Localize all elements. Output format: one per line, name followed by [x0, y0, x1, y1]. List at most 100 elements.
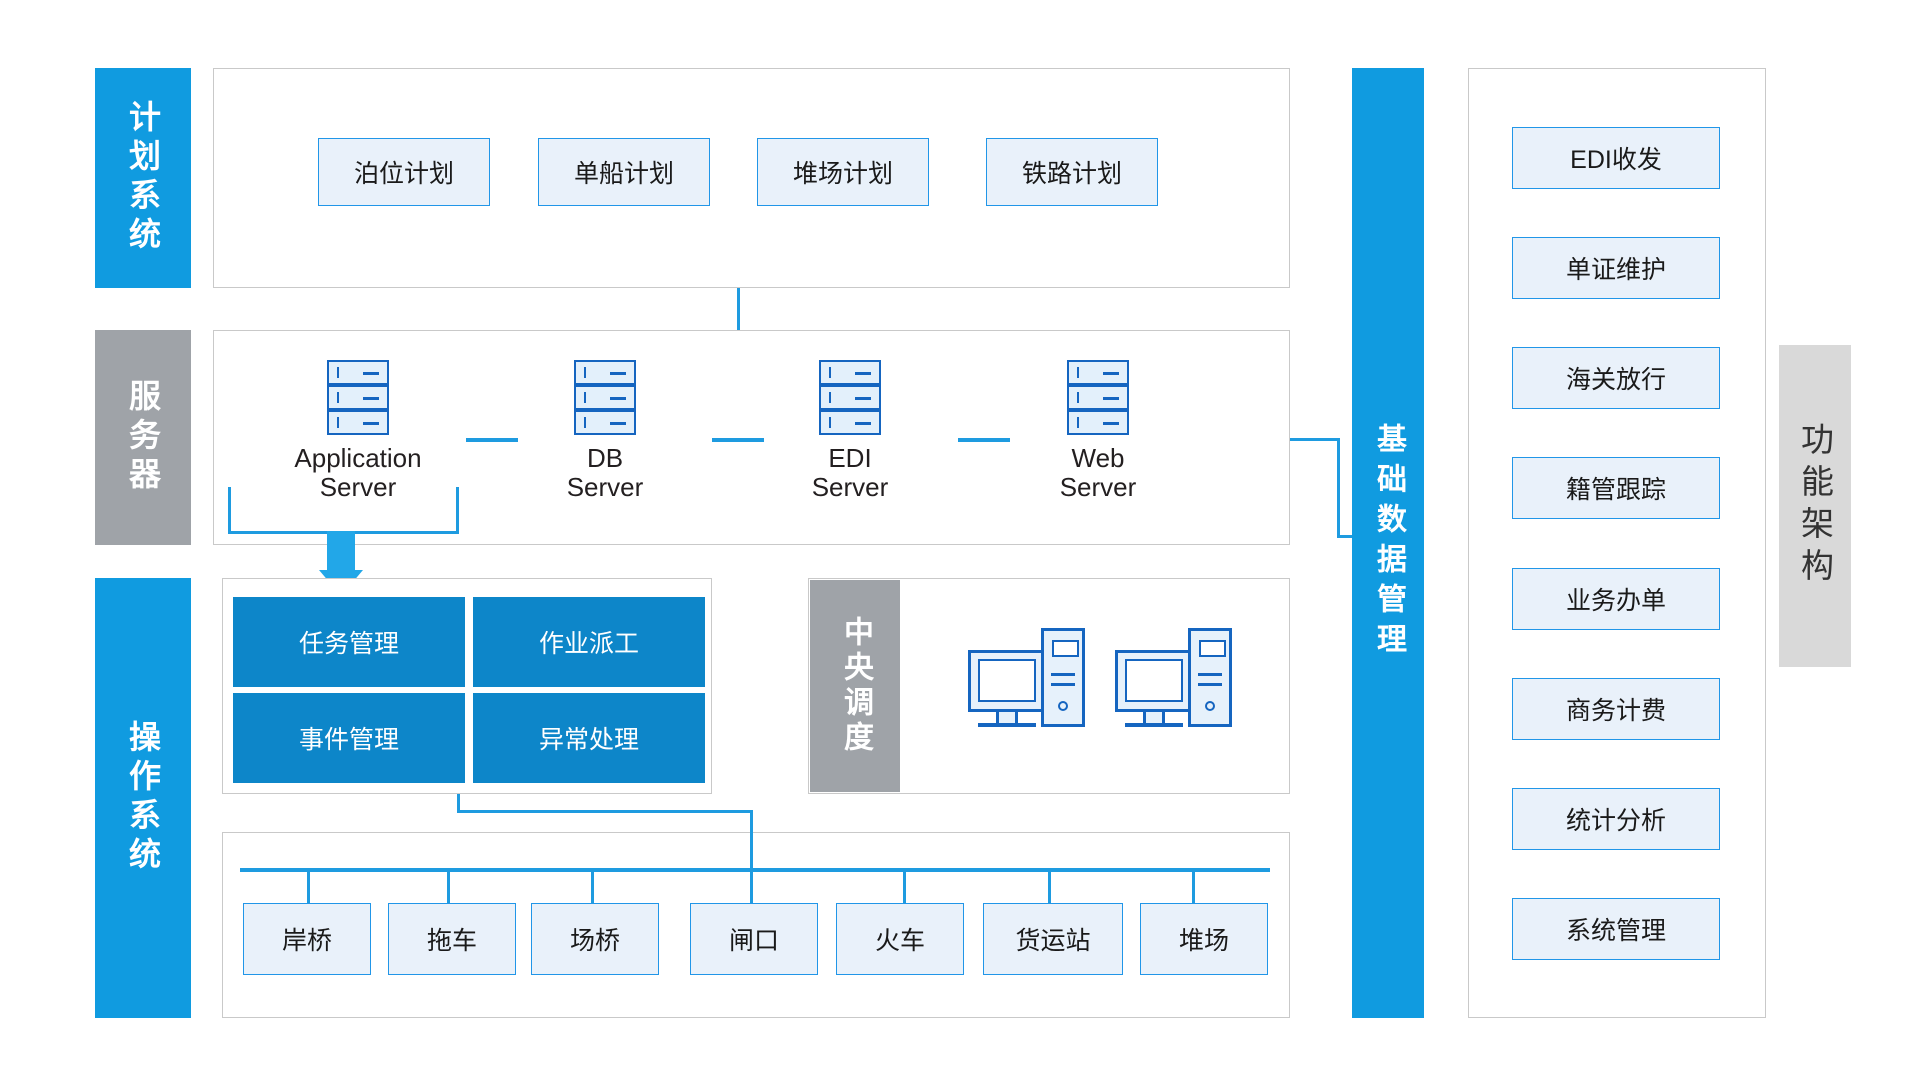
planning-item-label: 堆场计划 — [792, 160, 893, 188]
connector-planning-to-server — [737, 288, 740, 330]
layer-label-server: 服务器 — [125, 379, 161, 496]
server-rack-icon — [574, 360, 636, 436]
function-item-commercial-billing[interactable]: 商务计费 — [1512, 678, 1720, 740]
equipment-drop-6 — [1048, 868, 1051, 925]
arrow-stem-to-operation — [327, 531, 355, 575]
server-link-edi-web — [958, 438, 1010, 442]
equipment-item-label: 堆场 — [1178, 927, 1229, 955]
planning-item-vessel[interactable]: 单船计划 — [538, 138, 710, 206]
planning-item-berth[interactable]: 泊位计划 — [318, 138, 490, 206]
operation-module-exception[interactable]: 异常处理 — [473, 693, 705, 783]
desktop-computer-icon — [1115, 650, 1193, 712]
function-item-label: 业务办单 — [1565, 587, 1666, 615]
equipment-drop-7 — [1192, 868, 1195, 925]
equipment-item-label: 岸桥 — [281, 927, 332, 955]
equipment-item-yard[interactable]: 堆场 — [1140, 903, 1268, 975]
server-name: Application — [294, 443, 422, 473]
function-item-label: 系统管理 — [1565, 917, 1666, 945]
equipment-item-trailer[interactable]: 拖车 — [388, 903, 516, 975]
equipment-item-quay-crane[interactable]: 岸桥 — [243, 903, 371, 975]
equipment-item-freight-station[interactable]: 货运站 — [983, 903, 1123, 975]
app-bracket-left — [228, 487, 231, 534]
server-name: DB — [586, 443, 624, 473]
layer-bar-operation: 操作系统 — [95, 578, 191, 1018]
data-management-bar: 基础数据管理 — [1352, 68, 1424, 1018]
server-name-line2: Server — [319, 472, 397, 503]
connector-server-to-datamgmt-h2 — [1337, 535, 1362, 538]
connector-operation-to-equipment-diag — [457, 810, 753, 813]
equipment-item-label: 闸口 — [728, 927, 779, 955]
server-link-db-edi — [712, 438, 764, 442]
function-item-edi-transceive[interactable]: EDI收发 — [1512, 127, 1720, 189]
layer-bar-server: 服务器 — [95, 330, 191, 545]
layer-label-operation: 操作系统 — [125, 720, 161, 876]
layer-bar-planning: 计划系统 — [95, 68, 191, 288]
server-node-web[interactable]: Web Server — [1018, 360, 1178, 502]
connector-operation-to-equipment-v2 — [750, 810, 753, 870]
workstation-icon-2 — [1115, 628, 1235, 728]
function-item-system-management[interactable]: 系统管理 — [1512, 898, 1720, 960]
central-dispatch-bar: 中央调度 — [810, 580, 900, 792]
equipment-drop-4 — [750, 868, 753, 925]
function-item-label: 籍管跟踪 — [1565, 476, 1666, 504]
operation-module-label: 作业派工 — [538, 630, 639, 658]
data-management-label: 基础数据管理 — [1372, 423, 1405, 663]
operation-module-dispatch[interactable]: 作业派工 — [473, 597, 705, 687]
function-item-label: 海关放行 — [1565, 366, 1666, 394]
equipment-item-label: 场桥 — [569, 927, 620, 955]
server-node-db[interactable]: DB Server — [525, 360, 685, 502]
architecture-title-label: 功能架构 — [1796, 422, 1834, 590]
server-link-app-db — [466, 438, 518, 442]
function-list-panel — [1468, 68, 1766, 1018]
connector-operation-to-equipment-v1 — [457, 794, 460, 812]
operation-module-label: 任务管理 — [298, 630, 399, 658]
equipment-item-train[interactable]: 火车 — [836, 903, 964, 975]
planning-item-label: 泊位计划 — [353, 160, 454, 188]
planning-item-rail[interactable]: 铁路计划 — [986, 138, 1158, 206]
equipment-drop-3 — [591, 868, 594, 925]
connector-server-to-datamgmt-v — [1337, 438, 1340, 538]
server-name-line2: Server — [1059, 472, 1137, 503]
layer-label-planning: 计划系统 — [125, 100, 161, 256]
central-dispatch-label: 中央调度 — [839, 616, 872, 756]
function-item-document-maintenance[interactable]: 单证维护 — [1512, 237, 1720, 299]
connector-server-to-datamgmt-h1 — [1290, 438, 1340, 441]
equipment-drop-1 — [307, 868, 310, 925]
server-name: EDI — [828, 443, 872, 473]
app-bracket-right — [456, 487, 459, 534]
planning-item-yard[interactable]: 堆场计划 — [757, 138, 929, 206]
equipment-drop-5 — [903, 868, 906, 925]
operation-module-task[interactable]: 任务管理 — [233, 597, 465, 687]
planning-item-label: 铁路计划 — [1021, 160, 1122, 188]
equipment-item-gate[interactable]: 闸口 — [690, 903, 818, 975]
equipment-bus-line — [240, 868, 1270, 872]
equipment-item-label: 拖车 — [426, 927, 477, 955]
planning-item-label: 单船计划 — [573, 160, 674, 188]
server-rack-icon — [819, 360, 881, 436]
workstation-icon-1 — [968, 628, 1088, 728]
function-item-statistics-analysis[interactable]: 统计分析 — [1512, 788, 1720, 850]
server-rack-icon — [1067, 360, 1129, 436]
function-item-label: EDI收发 — [1570, 146, 1662, 174]
equipment-item-label: 火车 — [874, 927, 925, 955]
server-name-line2: Server — [811, 472, 889, 503]
equipment-drop-2 — [447, 868, 450, 925]
function-item-label: 统计分析 — [1565, 807, 1666, 835]
equipment-item-label: 货运站 — [1015, 927, 1091, 955]
server-node-application[interactable]: Application Server — [278, 360, 438, 502]
function-item-label: 单证维护 — [1565, 256, 1666, 284]
function-item-registry-tracking[interactable]: 籍管跟踪 — [1512, 457, 1720, 519]
server-rack-icon — [327, 360, 389, 436]
equipment-item-yard-crane[interactable]: 场桥 — [531, 903, 659, 975]
function-item-business-order[interactable]: 业务办单 — [1512, 568, 1720, 630]
operation-module-label: 事件管理 — [298, 726, 399, 754]
function-item-label: 商务计费 — [1565, 697, 1666, 725]
operation-module-label: 异常处理 — [538, 726, 639, 754]
desktop-computer-icon — [968, 650, 1046, 712]
function-item-customs-release[interactable]: 海关放行 — [1512, 347, 1720, 409]
server-name: Web — [1071, 443, 1125, 473]
operation-module-event[interactable]: 事件管理 — [233, 693, 465, 783]
server-name-line2: Server — [566, 472, 644, 503]
server-node-edi[interactable]: EDI Server — [770, 360, 930, 502]
